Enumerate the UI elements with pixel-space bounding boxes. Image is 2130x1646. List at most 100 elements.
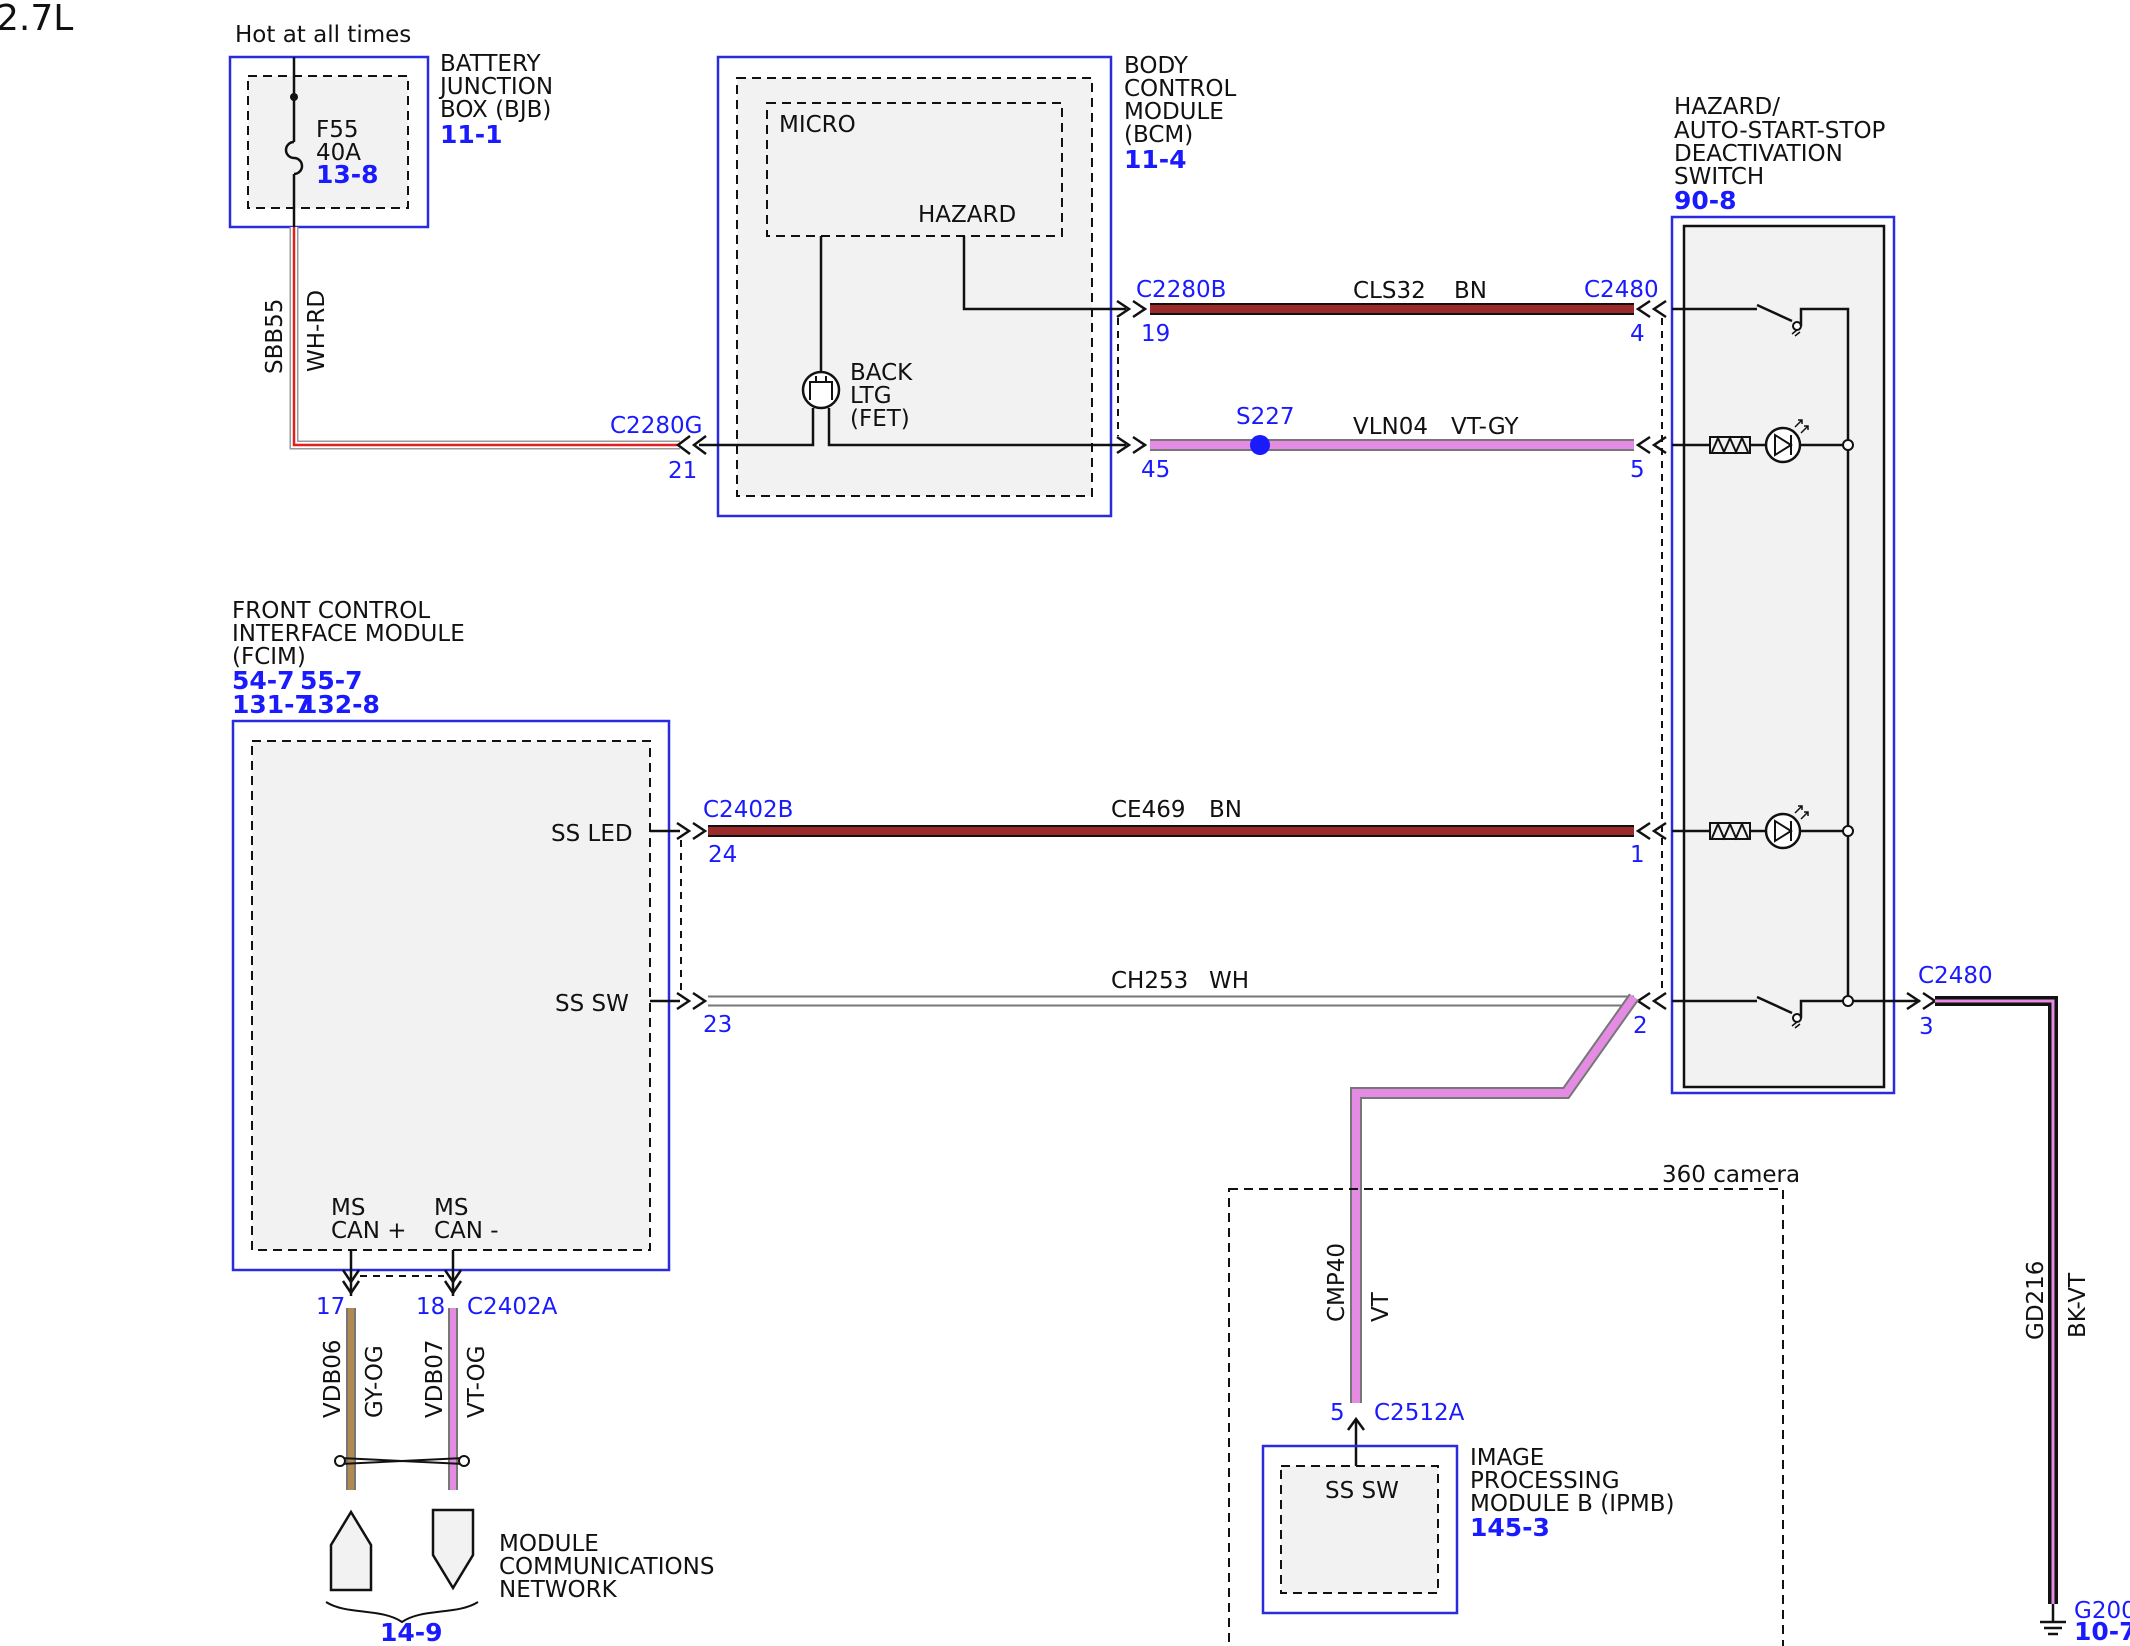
ce469-circuit: CE469 [1111, 797, 1186, 823]
cls32-color: BN [1454, 278, 1487, 304]
bcm-name-1: BODY [1124, 53, 1189, 79]
fuse-icon [284, 140, 304, 176]
network-name-1: MODULE [499, 1531, 599, 1557]
cls32-circuit: CLS32 [1353, 278, 1426, 304]
network-name-2: COMMUNICATIONS [499, 1554, 714, 1580]
c2480-pin-1: 1 [1630, 842, 1645, 868]
bjb-name-3: BOX (BJB) [440, 97, 551, 123]
fet-label-2: LTG [850, 383, 892, 409]
vln04-color: VT-GY [1451, 414, 1519, 440]
hazard-switch-contact-icon [1756, 303, 1793, 323]
vdb06-circuit: VDB06 [320, 1340, 346, 1419]
start-stop-led-icon [1764, 812, 1802, 850]
cmp40-color: VT [1368, 1291, 1394, 1322]
network-ref-link[interactable]: 14-9 [380, 1618, 443, 1646]
ms-can-minus-2: CAN - [434, 1218, 499, 1244]
switch-name-1: HAZARD/ [1674, 94, 1780, 120]
splice-s227-icon[interactable] [1250, 435, 1270, 455]
ipmb-outline [1261, 1444, 1459, 1615]
ms-can-plus-2: CAN + [331, 1218, 407, 1244]
resistor-icon [1709, 821, 1751, 841]
sbb55-color: WH-RD [304, 290, 330, 372]
ss-led-label: SS LED [551, 821, 633, 847]
fet-label-1: BACK [850, 360, 913, 386]
ipmb-ref-link[interactable]: 145-3 [1470, 1513, 1550, 1542]
sbb55-circuit: SBB55 [262, 299, 288, 374]
c2280b-label: C2280B [1136, 277, 1226, 303]
fet-label-3: (FET) [850, 406, 910, 432]
connector-c2480-right[interactable]: C2480 3 [1906, 963, 1993, 1040]
ipmb-ss-sw-label: SS SW [1325, 1478, 1399, 1504]
start-stop-switch-contact-icon [1756, 995, 1793, 1015]
ground-g200[interactable]: G200 10-7 [2040, 1598, 2130, 1646]
battery-junction-box[interactable]: Hot at all times F55 40A 13-8 BATTERY JU… [228, 22, 553, 229]
ms-can-minus-1: MS [434, 1195, 468, 1221]
wire-ce469[interactable]: CE469 BN [708, 797, 1634, 837]
hazard-auto-start-stop-switch[interactable]: HAZARD/ AUTO-START-STOP DEACTIVATION SWI… [1670, 94, 1920, 1095]
wire-cmp40[interactable]: CMP40 VT [1324, 993, 1639, 1403]
wire-cls32[interactable]: CLS32 BN [1150, 278, 1634, 315]
switch-name-3: DEACTIVATION [1674, 141, 1843, 167]
bcm-hazard-label: HAZARD [918, 202, 1016, 228]
module-communications-network[interactable]: MODULE COMMUNICATIONS NETWORK 14-9 [325, 1508, 714, 1646]
g200-ref-link[interactable]: 10-7 [2074, 1617, 2130, 1646]
connector-c2280g[interactable]: C2280G 21 [610, 413, 707, 484]
ipmb-name-1: IMAGE [1470, 1445, 1544, 1471]
network-brace-icon [325, 1601, 479, 1624]
fcim-ref-link-1[interactable]: 54-7 [232, 666, 295, 695]
wire-vdb07[interactable]: VDB07 VT-OG [422, 1308, 490, 1490]
c2402b-pin-23: 23 [703, 1012, 732, 1038]
vdb06-color: GY-OG [362, 1345, 388, 1418]
bcm-micro-block [766, 102, 1063, 237]
connector-c2280b[interactable]: C2280B 19 45 [1116, 277, 1226, 483]
switch-ref-link[interactable]: 90-8 [1674, 186, 1737, 215]
c2512a-label: C2512A [1374, 1400, 1465, 1426]
fcim-ref-link-4[interactable]: 132-8 [300, 690, 380, 719]
resistor-icon [1709, 435, 1751, 455]
fcim-ref-link-2[interactable]: 55-7 [300, 666, 363, 695]
c2280g-label: C2280G [610, 413, 702, 439]
bcm-ref-link[interactable]: 11-4 [1124, 145, 1187, 174]
bcm-micro-label: MICRO [779, 112, 856, 138]
camera-360-group[interactable]: 360 camera 5 C2512A SS SW IMAGE PROCESSI… [1228, 1162, 1800, 1646]
bjb-ref-link[interactable]: 11-1 [440, 120, 503, 149]
connector-c2402a[interactable]: 17 18 C2402A [316, 1250, 558, 1320]
bcm-name-3: MODULE [1124, 99, 1224, 125]
fcim-name-1: FRONT CONTROL [232, 598, 430, 624]
fuse-ref-link[interactable]: 13-8 [316, 160, 379, 189]
bcm-name-4: (BCM) [1124, 122, 1193, 148]
connector-arrow-icon [691, 435, 707, 455]
ch253-color: WH [1209, 968, 1249, 994]
camera-group-outline [1228, 1188, 1784, 1646]
wire-sbb55[interactable]: SBB55 WH-RD [262, 227, 680, 450]
c2480-pin-5: 5 [1630, 457, 1645, 483]
fuse-label: F55 [316, 117, 359, 143]
page-label: 2.7L [0, 0, 73, 39]
connector-c2402b[interactable]: C2402B 24 23 [650, 797, 793, 1038]
wire-gd216[interactable]: GD216 BK-VT [1935, 996, 2091, 1604]
connector-arrow-icon [443, 1280, 463, 1296]
c2280b-pin-19: 19 [1141, 321, 1170, 347]
bjb-name-2: JUNCTION [438, 74, 553, 100]
switch-outline [1670, 215, 1896, 1095]
image-processing-module-b[interactable]: SS SW IMAGE PROCESSING MODULE B (IPMB) 1… [1261, 1444, 1674, 1615]
fcim-ref-link-3[interactable]: 131-7 [232, 690, 312, 719]
fcim-name-3: (FCIM) [232, 644, 306, 670]
body-control-module[interactable]: MICRO HAZARD BODY CONTROL MODULE (BCM) 1… [699, 53, 1237, 518]
c2480-label: C2480 [1584, 277, 1659, 303]
connector-arrow-icon [443, 1269, 463, 1285]
ipmb-inner [1280, 1465, 1439, 1594]
network-terminal-icon [431, 1508, 475, 1591]
fcim-inner [251, 740, 651, 1251]
front-control-interface-module[interactable]: FRONT CONTROL INTERFACE MODULE (FCIM) 54… [231, 598, 671, 1272]
c2402b-label: C2402B [703, 797, 793, 823]
connector-arrow-icon [675, 435, 691, 455]
cmp40-circuit: CMP40 [1324, 1243, 1350, 1322]
gd216-color: BK-VT [2065, 1272, 2091, 1338]
wire-ch253[interactable]: CH253 WH [708, 968, 1634, 1007]
wire-vdb06[interactable]: VDB06 GY-OG [320, 1308, 388, 1490]
bcm-outline [716, 55, 1113, 518]
wire-vln04[interactable]: S227 VLN04 VT-GY [1150, 404, 1634, 455]
connector-c2480-left[interactable]: C2480 4 5 1 2 [1584, 277, 1667, 1039]
